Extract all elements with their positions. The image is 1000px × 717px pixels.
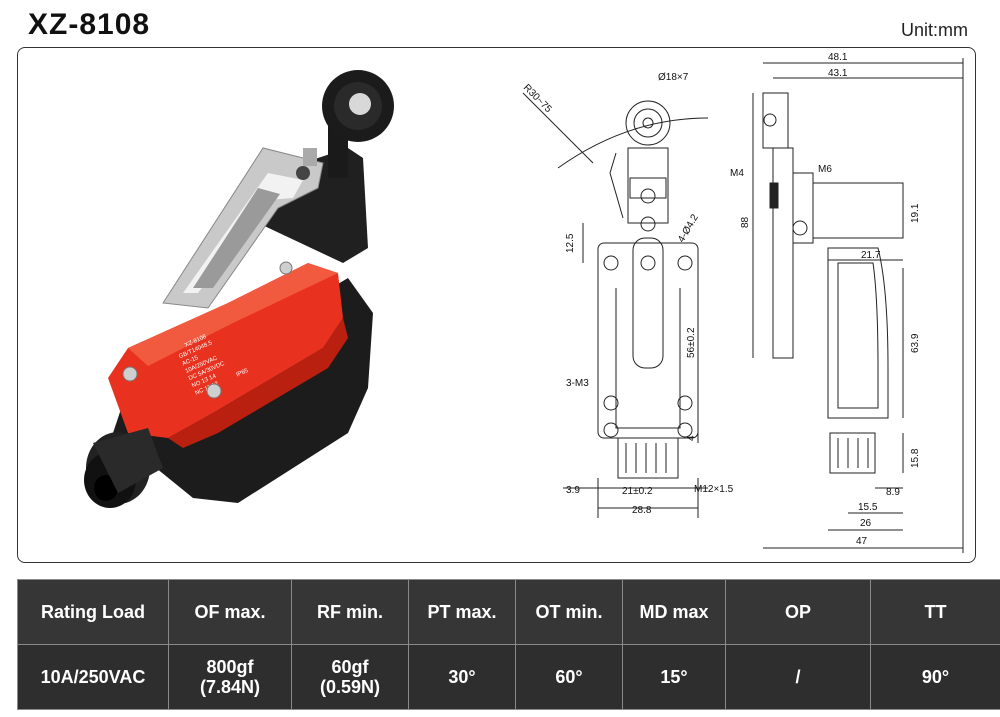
body-screw bbox=[122, 366, 138, 382]
product-drawing-frame: XZ-8108 GB/T14048.5 AC-15 10A/250VAC DC … bbox=[17, 47, 976, 563]
spec-value-row: 10A/250VAC 800gf (7.84N) 60gf (0.59N) 30… bbox=[17, 644, 1000, 710]
dim-top-inner: 43.1 bbox=[828, 68, 848, 79]
spec-header-row: Rating Load OF max. RF min. PT max. OT m… bbox=[17, 579, 1000, 645]
dim-base-depth: 26 bbox=[860, 518, 872, 529]
red-body bbox=[108, 263, 343, 438]
header-of-max: OF max. bbox=[168, 579, 292, 645]
value-of-max: 800gf (7.84N) bbox=[168, 644, 292, 710]
value-rf-min: 60gf (0.59N) bbox=[291, 644, 409, 710]
dim-height-total: 88 bbox=[740, 216, 751, 228]
value-pt-max: 30° bbox=[408, 644, 516, 710]
body-screw bbox=[206, 383, 222, 399]
dim-radius: R30~75 bbox=[521, 82, 554, 115]
value-op: / bbox=[725, 644, 871, 710]
roller-wheel bbox=[322, 70, 394, 178]
dimension-drawing: R30~75 Ø18×7 12.5 4-Ø4.2 56±0.2 3-M3 4 M… bbox=[521, 52, 964, 553]
dim-body-height: 63.9 bbox=[910, 333, 921, 353]
unit-label: Unit:mm bbox=[901, 20, 968, 40]
value-rating-load: 10A/250VAC bbox=[17, 644, 169, 710]
product-photo: XZ-8108 GB/T14048.5 AC-15 10A/250VAC DC … bbox=[84, 70, 394, 508]
dim-head-depth: 21.7 bbox=[861, 250, 881, 261]
dim-head-height: 19.1 bbox=[910, 203, 921, 223]
model-title: XZ-8108 bbox=[28, 8, 151, 41]
header-pt-max: PT max. bbox=[408, 579, 516, 645]
dim-screw-right: M6 bbox=[818, 164, 832, 175]
dim-small-gap: 4 bbox=[686, 435, 697, 441]
dim-mount-holes: 3-M3 bbox=[566, 378, 589, 389]
dim-height-mid: 56±0.2 bbox=[686, 327, 697, 358]
dim-hole-width: 21±0.2 bbox=[622, 486, 653, 497]
value-tt: 90° bbox=[870, 644, 1000, 710]
header-rating-load: Rating Load bbox=[17, 579, 169, 645]
dim-hole-spacing: 12.5 bbox=[565, 233, 576, 253]
value-ot-min: 60° bbox=[515, 644, 623, 710]
spec-table: Rating Load OF max. RF min. PT max. OT m… bbox=[17, 579, 1000, 710]
header-rf-min: RF min. bbox=[291, 579, 409, 645]
dim-thread: M12×1.5 bbox=[694, 484, 734, 495]
header-ot-min: OT min. bbox=[515, 579, 623, 645]
dim-total-depth: 47 bbox=[856, 536, 868, 547]
dim-total-width: 28.8 bbox=[632, 505, 652, 516]
header-md-max: MD max bbox=[622, 579, 726, 645]
svg-text:IP65: IP65 bbox=[236, 368, 250, 379]
dim-roller: Ø18×7 bbox=[658, 72, 689, 83]
header-op: OP bbox=[725, 579, 871, 645]
cable-gland bbox=[84, 428, 163, 508]
metal-arm bbox=[162, 147, 324, 309]
dim-offset: 3.9 bbox=[566, 485, 580, 496]
dim-gland-width: 15.5 bbox=[858, 502, 878, 513]
dim-screw-left: M4 bbox=[730, 168, 744, 179]
body-screw bbox=[279, 261, 293, 275]
dim-top-total: 48.1 bbox=[828, 52, 848, 63]
dim-gland-offset: 8.9 bbox=[886, 487, 900, 498]
dim-holes: 4-Ø4.2 bbox=[676, 212, 701, 244]
header-tt: TT bbox=[870, 579, 1000, 645]
value-md-max: 15° bbox=[622, 644, 726, 710]
dim-gland-height: 15.8 bbox=[910, 448, 921, 468]
